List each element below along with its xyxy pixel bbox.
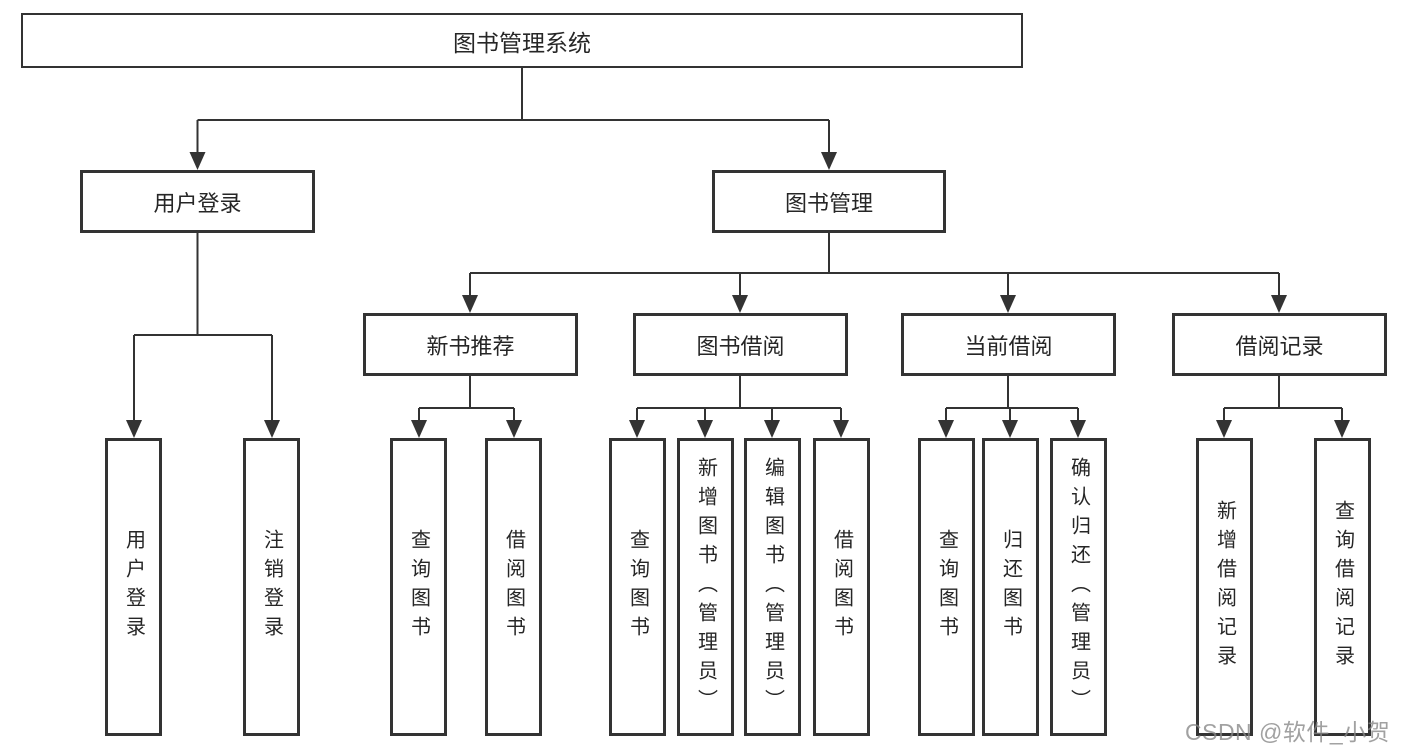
- leaf-borrow-books: 借阅图书: [813, 438, 870, 736]
- csdn-watermark: CSDN @软件_小贺同学: [1185, 719, 1391, 745]
- node-book-borrow: 图书借阅: [633, 313, 848, 376]
- arrow-to-new-book-recommend: [462, 295, 478, 313]
- arrow-leaf-8: [938, 420, 954, 438]
- leaf-label: 确认归还（管理员）: [1067, 456, 1090, 718]
- arrow-leaf-12: [1334, 420, 1350, 438]
- arrow-leaf-3: [506, 420, 522, 438]
- leaf-label: 新增图书（管理员）: [694, 456, 717, 718]
- leaf-label: 查询图书: [407, 529, 430, 645]
- leaf-label: 编辑图书（管理员）: [761, 456, 784, 718]
- arrow-to-book-borrow: [732, 295, 748, 313]
- leaf-logout: 注销登录: [243, 438, 300, 736]
- leaf-query-books-recommend: 查询图书: [390, 438, 447, 736]
- leaf-label: 借阅图书: [502, 529, 525, 645]
- leaf-query-books-current: 查询图书: [918, 438, 975, 736]
- leaf-label: 查询图书: [935, 529, 958, 645]
- arrow-leaf-4: [629, 420, 645, 438]
- arrow-leaf-7: [833, 420, 849, 438]
- leaf-label: 查询图书: [626, 529, 649, 645]
- arrow-leaf-10: [1070, 420, 1086, 438]
- node-root: 图书管理系统: [21, 13, 1023, 68]
- arrow-leaf-5: [697, 420, 713, 438]
- leaf-confirm-return-admin: 确认归还（管理员）: [1050, 438, 1107, 736]
- arrow-leaf-11: [1216, 420, 1232, 438]
- arrow-to-user-login: [189, 152, 206, 170]
- leaf-query-books-borrow: 查询图书: [609, 438, 666, 736]
- leaf-user-login: 用户登录: [105, 438, 162, 736]
- leaf-label: 查询借阅记录: [1331, 500, 1354, 674]
- node-book-management: 图书管理: [712, 170, 946, 233]
- leaf-label: 借阅图书: [830, 529, 853, 645]
- arrow-leaf-0: [126, 420, 142, 438]
- leaf-edit-books-admin: 编辑图书（管理员）: [744, 438, 801, 736]
- arrow-leaf-2: [411, 420, 427, 438]
- node-user-login: 用户登录: [80, 170, 315, 233]
- leaf-label: 用户登录: [122, 529, 145, 645]
- arrow-leaf-6: [764, 420, 780, 438]
- leaf-label: 新增借阅记录: [1213, 500, 1236, 674]
- arrow-to-borrow-records: [1271, 295, 1287, 313]
- leaf-add-borrow-record: 新增借阅记录: [1196, 438, 1253, 736]
- node-current-borrow: 当前借阅: [901, 313, 1116, 376]
- leaf-return-books: 归还图书: [982, 438, 1039, 736]
- leaf-query-borrow-record: 查询借阅记录: [1314, 438, 1371, 736]
- leaf-borrow-books-recommend: 借阅图书: [485, 438, 542, 736]
- arrow-leaf-9: [1002, 420, 1018, 438]
- leaf-label: 归还图书: [999, 529, 1022, 645]
- node-new-book-recommend: 新书推荐: [363, 313, 578, 376]
- arrow-leaf-1: [264, 420, 280, 438]
- arrow-to-current-borrow: [1000, 295, 1016, 313]
- leaf-add-books-admin: 新增图书（管理员）: [677, 438, 734, 736]
- arrow-to-book-management: [821, 152, 837, 170]
- leaf-label: 注销登录: [260, 529, 283, 645]
- node-borrow-records: 借阅记录: [1172, 313, 1387, 376]
